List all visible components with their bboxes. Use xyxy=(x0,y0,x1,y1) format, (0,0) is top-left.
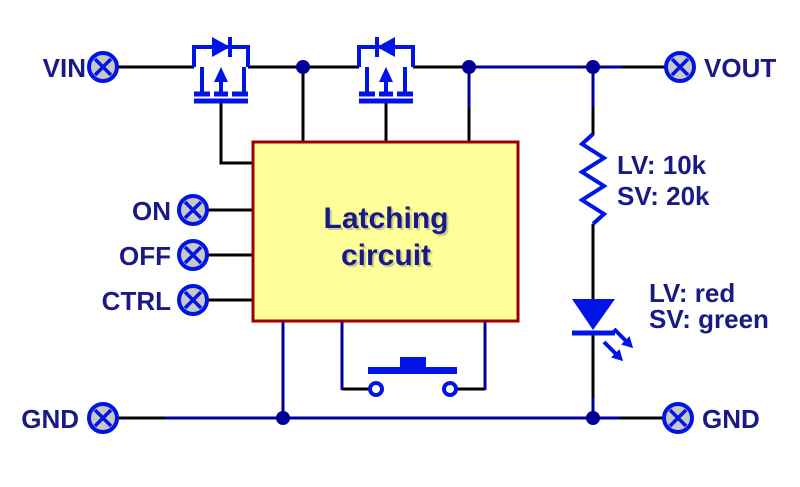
on-label: ON xyxy=(132,196,171,226)
body-arrow-head xyxy=(379,67,393,82)
led-label-line2: SV: green xyxy=(649,304,769,334)
terminal-on xyxy=(177,194,209,226)
junction-dots xyxy=(276,60,600,425)
mosfet-1 xyxy=(192,37,250,104)
terminal-ctrl xyxy=(177,284,209,316)
junction-dot xyxy=(586,411,600,425)
led-symbol xyxy=(572,299,634,362)
latching-circuit-label-line2: circuit xyxy=(341,239,431,272)
pushbutton-bar xyxy=(368,367,457,374)
junction-dot xyxy=(462,60,476,74)
pushbutton-contact xyxy=(368,381,384,397)
junction-dot xyxy=(276,411,290,425)
body-diode-icon xyxy=(212,37,230,57)
terminal-off xyxy=(177,239,209,271)
led-light-arrow-icon xyxy=(612,327,634,349)
latching-circuit-box xyxy=(251,140,520,323)
resistor-symbol xyxy=(578,132,608,226)
led-triangle xyxy=(572,299,615,330)
body-arrow-head xyxy=(214,67,228,82)
led-label-line1: LV: red xyxy=(649,278,735,308)
terminal-vout xyxy=(664,51,696,83)
junction-dot xyxy=(586,60,600,74)
pushbutton-actuator xyxy=(400,357,426,368)
gnd-left-label: GND xyxy=(21,404,79,434)
wire xyxy=(219,103,253,165)
off-label: OFF xyxy=(119,241,171,271)
terminal-gnd-left xyxy=(87,402,119,434)
terminal-vin xyxy=(87,51,119,83)
latching-circuit-label-line1: Latching xyxy=(324,202,449,235)
terminal-gnd-right xyxy=(662,402,694,434)
ctrl-label: CTRL xyxy=(102,286,171,316)
gnd-right-label: GND xyxy=(702,404,760,434)
pushbutton-symbol xyxy=(368,357,458,397)
wires-black xyxy=(117,65,666,420)
body-diode-icon xyxy=(377,37,395,57)
vin-label: VIN xyxy=(43,53,86,83)
junction-dot xyxy=(296,60,310,74)
mosfet-2 xyxy=(357,37,415,104)
resistor-label-line1: LV: 10k xyxy=(617,150,707,180)
pushbutton-contact xyxy=(442,381,458,397)
resistor-label-line2: SV: 20k xyxy=(617,181,710,211)
led-light-arrow-icon xyxy=(602,340,624,362)
vout-label: VOUT xyxy=(704,53,776,83)
